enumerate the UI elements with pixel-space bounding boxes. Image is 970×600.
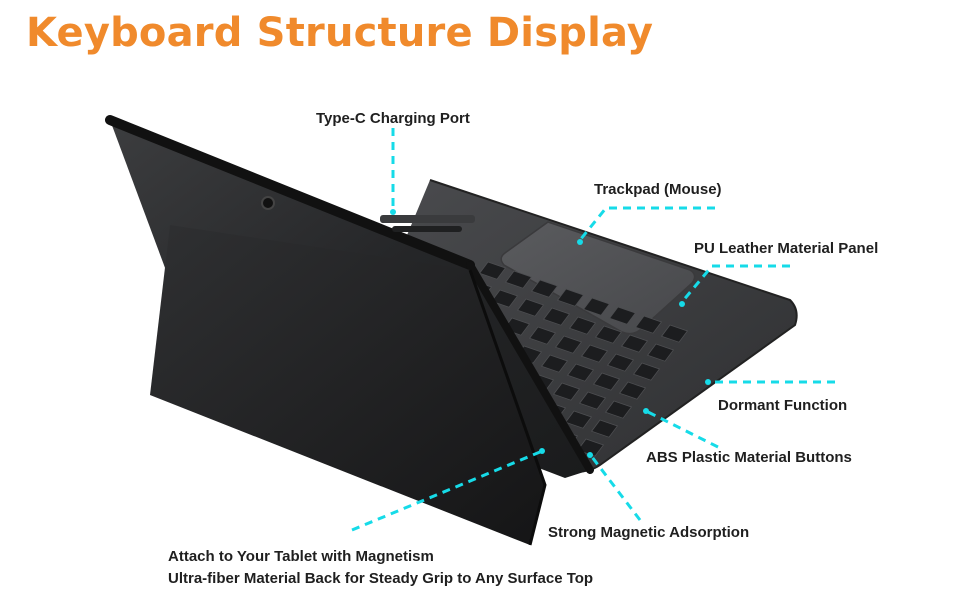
keyboard-key [564, 410, 593, 429]
keyboard-key [504, 270, 533, 289]
keyboard-key [634, 315, 663, 334]
keyboard-key [604, 400, 633, 419]
keyboard-key [530, 279, 559, 298]
keyboard-key [542, 307, 571, 326]
camera-icon [261, 196, 275, 210]
label-magnetic-adsorption: Strong Magnetic Adsorption [548, 524, 750, 541]
keyboard-key [556, 288, 585, 307]
label-dormant-function: Dormant Function [718, 397, 848, 414]
callout-lines [351, 128, 835, 532]
keyboard-key [568, 316, 597, 335]
kickstand [150, 225, 547, 546]
label-trackpad: Trackpad (Mouse) [594, 181, 722, 198]
keyboard-key [566, 363, 595, 382]
keyboard-key [580, 344, 609, 363]
keyboard-key [618, 381, 647, 400]
keyboard-key [660, 324, 689, 343]
keyboard-key [632, 362, 661, 381]
label-pu-leather: PU Leather Material Panel [694, 240, 879, 257]
keyboard-key [578, 391, 607, 410]
page-title: Keyboard Structure Display [26, 10, 654, 56]
keyboard-key [490, 289, 519, 308]
keyboard-key [528, 326, 557, 345]
type-c-port [380, 215, 475, 232]
keyboard-key [608, 306, 637, 325]
trackpad [500, 221, 696, 335]
label-attach-line1: Attach to Your Tablet with Magnetism [168, 548, 434, 565]
keyboard-key [646, 343, 675, 362]
keyboard-key [590, 419, 619, 438]
label-attach-line2: Ultra-fiber Material Back for Steady Gri… [168, 570, 594, 587]
keyboard-key [516, 298, 545, 317]
keyboard-key [582, 297, 611, 316]
keyboard-key [552, 382, 581, 401]
keyboard-key [540, 354, 569, 373]
keyboard-key [620, 334, 649, 353]
keyboard-key [592, 372, 621, 391]
keyboard-key [478, 261, 507, 280]
keyboard-key [594, 325, 623, 344]
label-type-c-port: Type-C Charging Port [316, 110, 470, 127]
label-abs-buttons: ABS Plastic Material Buttons [646, 449, 852, 466]
keyboard-key [554, 335, 583, 354]
keyboard-key [606, 353, 635, 372]
